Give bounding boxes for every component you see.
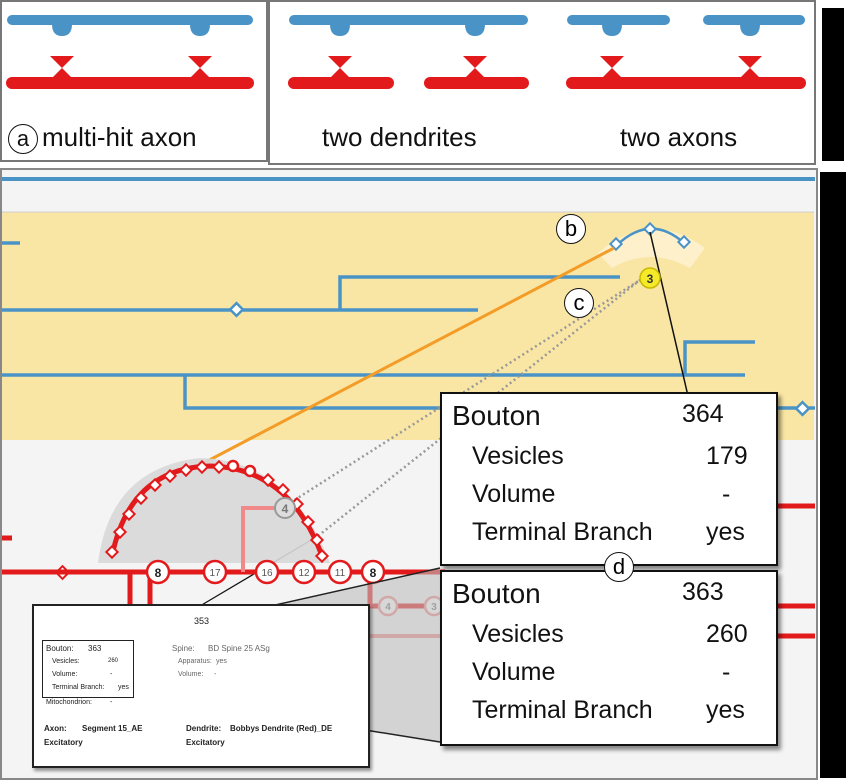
legend-glyph-two-axons bbox=[566, 15, 806, 89]
popup-header: 353 bbox=[194, 616, 210, 626]
bouton-id: 363 bbox=[682, 578, 724, 606]
terminal-branch-value: yes bbox=[706, 518, 745, 546]
svg-text:12: 12 bbox=[298, 568, 310, 579]
legend-glyph-two-dendrites bbox=[288, 15, 529, 89]
marker-a: a bbox=[8, 124, 38, 154]
black-bar-top bbox=[822, 8, 844, 161]
svg-text:16: 16 bbox=[261, 568, 273, 579]
terminal-branch-label: Terminal Branch bbox=[472, 696, 653, 724]
legend-glyphs bbox=[6, 15, 806, 89]
highlight-link-orange bbox=[197, 246, 615, 468]
node-badge-ring[interactable] bbox=[291, 559, 317, 585]
vesicles-label: Vesicles bbox=[472, 620, 564, 648]
volume-value: - bbox=[722, 480, 731, 508]
terminal-branch-label: Terminal Branch bbox=[472, 518, 653, 546]
node-badge-ring[interactable] bbox=[254, 559, 280, 585]
bouton-info-box-364: Bouton 364 Vesicles 179 Volume - Termina… bbox=[440, 392, 778, 566]
synapse-popup: 353 Bouton: 363 Vesicles: 260 Volume: - … bbox=[32, 604, 370, 768]
svg-text:17: 17 bbox=[209, 568, 221, 579]
legend-panel-two-configs bbox=[268, 0, 816, 165]
link-dotted-1 bbox=[281, 278, 641, 510]
marker-d: d bbox=[604, 552, 634, 582]
black-bar-main bbox=[820, 172, 846, 778]
vesicles-label: Vesicles bbox=[472, 442, 564, 470]
svg-text:4: 4 bbox=[282, 502, 289, 516]
vesicles-value: 179 bbox=[706, 442, 748, 470]
svg-text:11: 11 bbox=[335, 568, 346, 579]
marker-b: b bbox=[556, 214, 586, 244]
vesicles-value: 260 bbox=[706, 620, 748, 648]
node-badge-grey[interactable] bbox=[274, 497, 296, 519]
svg-text:3: 3 bbox=[647, 272, 654, 286]
spine-node[interactable] bbox=[642, 221, 658, 237]
volume-value: - bbox=[722, 658, 731, 686]
volume-label: Volume bbox=[472, 480, 556, 508]
dendrite-node-diamond[interactable] bbox=[794, 400, 811, 417]
volume-label: Volume bbox=[472, 658, 556, 686]
ring-badges: 8 17 16 12 11 8 bbox=[145, 559, 386, 585]
node-badge-yellow[interactable] bbox=[639, 267, 661, 289]
legend-glyph-multi-hit-axon bbox=[6, 15, 254, 89]
marker-c: c bbox=[564, 288, 594, 318]
bouton-title: Bouton bbox=[452, 400, 541, 431]
terminal-branch-value: yes bbox=[706, 696, 745, 724]
dendrite-node-diamond[interactable] bbox=[228, 301, 245, 318]
node-badge-ring[interactable] bbox=[327, 559, 353, 585]
bouton-info-box-363: Bouton 363 Vesicles 260 Volume - Termina… bbox=[440, 570, 778, 746]
bouton-title: Bouton bbox=[452, 578, 541, 609]
svg-text:8: 8 bbox=[370, 566, 377, 580]
legend-panel-multi-hit-axon bbox=[0, 0, 268, 162]
legend-caption-two-dendrites: two dendrites bbox=[322, 122, 477, 152]
node-badge-ring[interactable] bbox=[202, 559, 228, 585]
popup-bouton-box bbox=[42, 640, 134, 698]
spine-node[interactable] bbox=[676, 234, 692, 250]
node-badge-ring[interactable] bbox=[145, 559, 171, 585]
svg-text:8: 8 bbox=[155, 566, 162, 580]
bouton-id: 364 bbox=[682, 400, 724, 428]
legend-caption-two-axons: two axons bbox=[620, 122, 738, 152]
callout-line-top bbox=[649, 231, 689, 397]
